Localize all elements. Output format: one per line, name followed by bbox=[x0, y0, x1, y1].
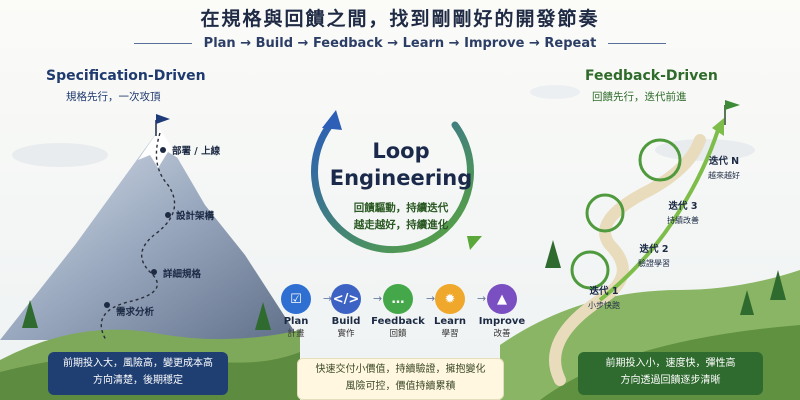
arrow-right-icon: → bbox=[323, 292, 333, 305]
mountain-shape bbox=[0, 128, 300, 340]
arrowhead-icon bbox=[712, 118, 724, 136]
tree-icon bbox=[545, 240, 561, 268]
lightbulb-icon: ✹ bbox=[435, 284, 465, 314]
summary-line: 方向清楚，後期穩定 bbox=[93, 375, 183, 386]
tree-icon bbox=[740, 290, 754, 315]
step-label: Build bbox=[331, 316, 361, 327]
climbing-path bbox=[100, 132, 176, 341]
iteration-label: 迭代 1 小步快跑 bbox=[588, 285, 620, 313]
arrow-right-icon: → bbox=[477, 292, 487, 305]
feedback-driven-heading: Feedback-Driven bbox=[585, 68, 718, 84]
step-label-zh: 計畫 bbox=[287, 329, 305, 339]
code-icon: </> bbox=[331, 284, 361, 314]
summary-line: 風險可控，價值持續累積 bbox=[345, 381, 456, 392]
checklist-icon: ☑ bbox=[281, 284, 311, 314]
iteration-label: 迭代 N 越來越好 bbox=[708, 155, 740, 183]
iteration-sub: 小步快跑 bbox=[588, 301, 620, 310]
step-label: Plan bbox=[283, 316, 309, 327]
step-label-zh: 學習 bbox=[441, 329, 459, 339]
arrow-right-icon: → bbox=[373, 292, 383, 305]
growth-arrow bbox=[598, 129, 720, 302]
loop-sub-line: 越走越好，持續進化 bbox=[353, 219, 449, 231]
arrow-right-icon: → bbox=[426, 292, 436, 305]
iteration-title: 迭代 N bbox=[708, 156, 740, 167]
iteration-sub: 越來越好 bbox=[708, 171, 740, 180]
loop-title-line: Engineering bbox=[329, 166, 473, 190]
iteration-title: 迭代 2 bbox=[639, 244, 669, 255]
growth-chart-icon: ▲ bbox=[487, 284, 517, 314]
spec-driven-heading: Specification-Driven bbox=[46, 68, 206, 84]
summary-line: 快速交付小價值，持續驗證，擁抱變化 bbox=[315, 364, 486, 375]
stage-dot bbox=[104, 302, 110, 308]
feedback-driven-subheading: 回饋先行，迭代前進 bbox=[592, 91, 687, 103]
tree-icon bbox=[22, 300, 38, 328]
cloud-shape bbox=[530, 85, 580, 99]
iteration-label: 迭代 2 驗證學習 bbox=[638, 243, 670, 271]
feedback-driven-summary: 前期投入小，速度快，彈性高 方向透過回饋逐步清晰 bbox=[578, 352, 763, 395]
divider-line bbox=[133, 42, 192, 45]
iteration-label: 迭代 3 持續改善 bbox=[667, 200, 699, 228]
stage-label: 部署 / 上線 bbox=[172, 146, 221, 157]
cloud-shape bbox=[12, 143, 108, 167]
iteration-title: 迭代 3 bbox=[668, 201, 698, 212]
step-label: Learn bbox=[434, 316, 466, 327]
loop-arrowhead-icon bbox=[467, 236, 482, 250]
goal-flag-icon bbox=[725, 100, 740, 110]
flow-line: Plan → Build → Feedback → Learn → Improv… bbox=[0, 36, 800, 51]
iteration-loop-icon bbox=[570, 250, 610, 290]
snow-cap-shape bbox=[138, 128, 178, 168]
stage-dot bbox=[165, 212, 171, 218]
spec-driven-summary: 前期投入大，風險高，變更成本高 方向清楚，後期穩定 bbox=[48, 352, 228, 395]
step-label: Improve bbox=[478, 316, 526, 327]
stage-label: 設計架構 bbox=[176, 211, 215, 222]
step-improve: ▲ Improve 改善 bbox=[472, 284, 532, 339]
tree-icon bbox=[255, 302, 271, 330]
loop-title-line: Loop bbox=[372, 139, 430, 163]
step-feedback: … Feedback 回饋 bbox=[368, 284, 428, 339]
iteration-sub: 驗證學習 bbox=[638, 259, 670, 268]
step-plan: ☑ Plan 計畫 bbox=[266, 284, 326, 339]
summary-line: 前期投入大，風險高，變更成本高 bbox=[63, 358, 213, 369]
tree-icon bbox=[770, 270, 786, 300]
iteration-loop-icon bbox=[638, 138, 682, 182]
iteration-loop-icon bbox=[585, 193, 625, 233]
page-title: 在規格與回饋之間，找到剛剛好的開發節奏 bbox=[200, 8, 600, 30]
iteration-title: 迭代 1 bbox=[589, 286, 619, 297]
summary-line: 方向透過回饋逐步清晰 bbox=[620, 375, 721, 386]
spec-driven-subheading: 規格先行，一次攻頂 bbox=[66, 91, 161, 103]
step-label-zh: 回饋 bbox=[389, 329, 407, 339]
step-label-zh: 實作 bbox=[337, 329, 355, 339]
loop-subtitle: 回饋驅動，持續迭代 越走越好，持續進化 bbox=[318, 200, 484, 234]
stage-dot bbox=[160, 147, 166, 153]
stage-dot bbox=[151, 269, 157, 275]
divider-line bbox=[608, 42, 667, 45]
loop-engineering-title: Loop Engineering bbox=[318, 138, 484, 192]
loop-arrowhead-icon bbox=[322, 110, 342, 130]
summit-flag-icon bbox=[156, 114, 170, 124]
loop-summary: 快速交付小價值，持續驗證，擁抱變化 風險可控，價值持續累積 bbox=[297, 358, 504, 400]
step-build: </> Build 實作 bbox=[316, 284, 376, 339]
loop-ring bbox=[311, 121, 474, 254]
stage-label: 詳細規格 bbox=[163, 269, 202, 280]
step-label-zh: 改善 bbox=[493, 329, 511, 339]
stage-label: 需求分析 bbox=[116, 307, 155, 318]
flow-text: Plan → Build → Feedback → Learn → Improv… bbox=[203, 36, 597, 51]
summary-line: 前期投入小，速度快，彈性高 bbox=[605, 358, 736, 369]
step-label: Feedback bbox=[371, 316, 425, 327]
loop-sub-line: 回饋驅動，持續迭代 bbox=[353, 202, 449, 214]
chat-icon: … bbox=[383, 284, 413, 314]
step-learn: ✹ Learn 學習 bbox=[420, 284, 480, 339]
iteration-sub: 持續改善 bbox=[667, 216, 699, 225]
